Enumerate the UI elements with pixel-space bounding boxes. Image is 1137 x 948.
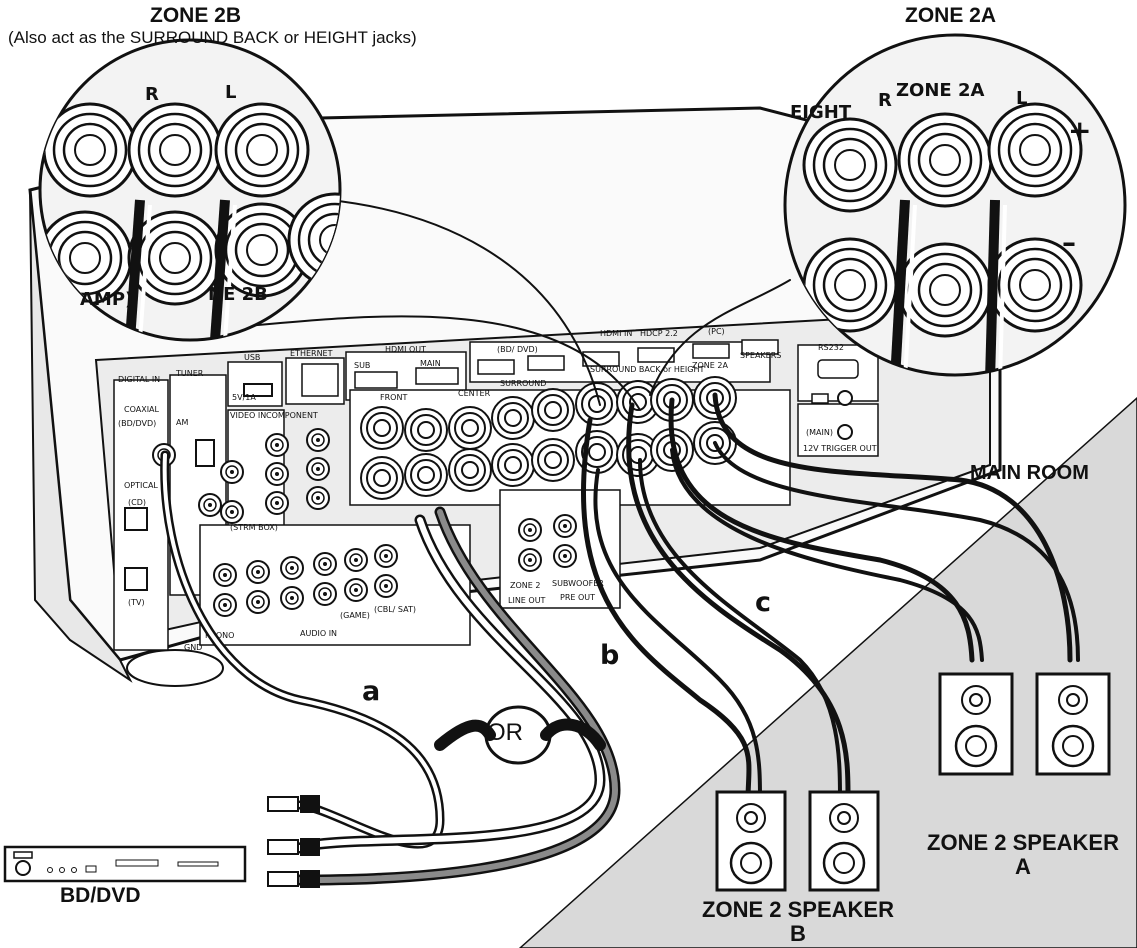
bd-dvd-label: BD/DVD bbox=[60, 884, 141, 907]
zoom-zone2a: EIGHT R ZONE 2A L + – bbox=[783, 33, 1127, 377]
label-ethernet: ETHERNET bbox=[290, 349, 333, 358]
zone2a-title: ZONE 2A bbox=[905, 4, 997, 27]
label-strm-box: (STRM BOX) bbox=[230, 523, 278, 532]
zoom-left-zone2b: NE 2B bbox=[208, 284, 268, 305]
label-game: (GAME) bbox=[340, 611, 370, 620]
zone2-speaker-a-pair bbox=[938, 672, 1111, 776]
label-tv: (TV) bbox=[128, 598, 145, 607]
label-line-out: LINE OUT bbox=[508, 596, 546, 605]
zoom-right-l: L bbox=[1016, 88, 1027, 109]
cable-b-label: b bbox=[600, 640, 620, 671]
zoom-left-l: L bbox=[225, 82, 236, 103]
bd-dvd-player bbox=[3, 795, 320, 888]
label-digital-in: DIGITAL IN bbox=[118, 375, 160, 384]
rca-plug-coax bbox=[267, 795, 320, 813]
label-audio-in: AUDIO IN bbox=[300, 629, 337, 638]
cable-a-label: a bbox=[362, 676, 381, 707]
cable-zone2a-a bbox=[668, 397, 975, 663]
label-cbl-sat: (CBL/ SAT) bbox=[374, 605, 416, 614]
label-sub: SUB bbox=[354, 361, 370, 370]
zone2b-subtitle: (Also act as the SURROUND BACK or HEIGHT… bbox=[8, 28, 417, 47]
label-optical: OPTICAL bbox=[124, 481, 158, 490]
zoom-left-r: R bbox=[145, 84, 159, 105]
label-pc: (PC) bbox=[708, 327, 725, 336]
label-usb: USB bbox=[244, 353, 260, 362]
label-trigger: 12V TRIGGER OUT bbox=[803, 444, 877, 453]
label-hdcp: HDCP 2.2 bbox=[640, 329, 678, 338]
or-label: OR bbox=[487, 719, 523, 746]
zoom-left-amp: AMP) bbox=[80, 289, 133, 310]
label-hdmi-in: HDMI IN bbox=[600, 329, 632, 338]
label-video-in: VIDEO IN bbox=[230, 411, 266, 420]
zoom-right-r: R bbox=[878, 90, 892, 111]
zoom-right-eight: EIGHT bbox=[790, 102, 852, 123]
label-bd-dvd-hdmi: (BD/ DVD) bbox=[497, 345, 538, 354]
zoom-right-zone2a: ZONE 2A bbox=[896, 80, 985, 101]
cable-c-b-left bbox=[581, 417, 752, 803]
speaker-b-line1: ZONE 2 SPEAKER bbox=[702, 897, 894, 922]
label-subwoofer: SUBWOOFER bbox=[552, 579, 604, 588]
label-tuner: TUNER bbox=[175, 369, 204, 378]
cables bbox=[160, 199, 1080, 886]
zoom-right-minus: – bbox=[1062, 226, 1076, 259]
label-main-trigger: (MAIN) bbox=[806, 428, 833, 437]
zone2-speaker-b-pair bbox=[715, 790, 880, 892]
label-front: FRONT bbox=[380, 393, 407, 402]
label-coaxial: COAXIAL bbox=[124, 405, 160, 414]
cable-c-label: c bbox=[755, 587, 772, 618]
label-hdmi-out: HDMI OUT bbox=[385, 345, 426, 354]
speaker-a-line1: ZONE 2 SPEAKER bbox=[927, 830, 1119, 855]
label-center: CENTER bbox=[458, 389, 491, 398]
label-main: MAIN bbox=[420, 359, 441, 368]
label-am: AM bbox=[176, 418, 188, 427]
label-cd: (CD) bbox=[128, 498, 146, 507]
rca-plug-red bbox=[267, 870, 320, 888]
label-component: COMPONENT bbox=[266, 411, 318, 420]
zone2b-title: ZONE 2B bbox=[150, 4, 242, 27]
label-zone2a-small: ZONE 2A bbox=[692, 361, 728, 370]
label-usb-power: 5V/1A bbox=[232, 393, 256, 402]
label-surround-back: SURROUND BACK or HEIGHT bbox=[590, 365, 704, 374]
label-speakers: SPEAKERS bbox=[740, 351, 781, 360]
label-rs232: RS232 bbox=[818, 343, 844, 352]
floor-area bbox=[518, 396, 1137, 948]
label-gnd: GND bbox=[184, 643, 202, 652]
speaker-b-label: ZONE 2 SPEAKER B bbox=[688, 898, 908, 946]
label-surround: SURROUND bbox=[500, 379, 546, 388]
zoom-right-plus: + bbox=[1068, 114, 1091, 147]
speaker-a-label: ZONE 2 SPEAKER A bbox=[918, 831, 1128, 879]
speaker-a-line2: A bbox=[1015, 854, 1031, 879]
label-phono: PHONO bbox=[205, 631, 234, 640]
zoom-zone2b: R L NE 2B AMP) bbox=[38, 38, 342, 342]
label-zone2: ZONE 2 bbox=[510, 581, 540, 590]
main-room-label: MAIN ROOM bbox=[970, 462, 1089, 484]
label-coaxial-bd-dvd: (BD/DVD) bbox=[118, 419, 156, 428]
label-pre-out: PRE OUT bbox=[560, 593, 595, 602]
speaker-b-line2: B bbox=[790, 921, 806, 946]
receiver-foot bbox=[126, 649, 224, 687]
rca-plug-white bbox=[267, 838, 320, 856]
